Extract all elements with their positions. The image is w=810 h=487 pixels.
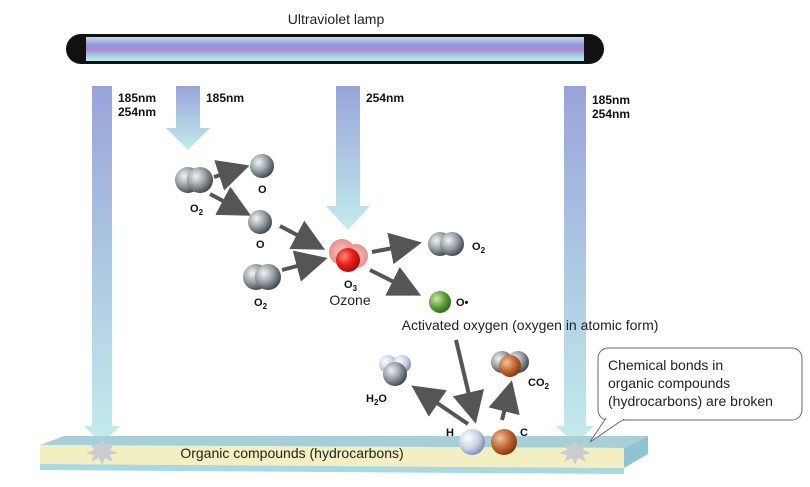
uv-beam-185 [166, 86, 210, 150]
o-atom-mid [248, 210, 272, 234]
arrow-o2-to-o-mid [209, 186, 252, 216]
o2-output-label: O2 [472, 241, 486, 255]
o-atom-top [250, 154, 274, 178]
ozone-name-label: Ozone [329, 292, 370, 308]
arrow-o-to-o3 [279, 220, 326, 250]
o2-lower-label: O2 [254, 297, 268, 311]
o2-molecule-output [428, 232, 464, 256]
reaction-arrows [209, 160, 520, 426]
beam-right-185: 185nm [592, 93, 630, 107]
uv-beam-254 [326, 86, 370, 230]
activated-oxygen-label: Activated oxygen (oxygen in atomic form) [402, 317, 659, 333]
arrow-active-o-to-surface [452, 339, 485, 424]
callout-line-1: Chemical bonds in [608, 357, 723, 373]
callout-line-3: (hydrocarbons) are broken [608, 393, 773, 409]
hydrogen-atom [459, 429, 485, 455]
o2-molecule-top [175, 167, 213, 193]
arrow-o2-to-o-top [213, 160, 250, 191]
activated-oxygen-atom [429, 291, 451, 313]
h-label: H [446, 427, 454, 439]
co2-label: CO2 [528, 377, 550, 391]
h2o-label: H2O [366, 393, 387, 407]
h2o-molecule [379, 355, 411, 386]
o-top-label: O [258, 184, 267, 196]
callout-line-2: organic compounds [608, 375, 730, 391]
arrow-c-to-co2 [488, 380, 520, 421]
c-label: C [520, 427, 528, 439]
ozone-molecule [329, 239, 368, 272]
beam-185-label: 185nm [206, 91, 244, 105]
beam-left-185: 185nm [118, 91, 156, 105]
lamp-label: Ultraviolet lamp [288, 11, 385, 27]
co2-molecule [491, 351, 529, 377]
uv-beam-right [556, 86, 594, 444]
arrow-h-to-h2o [411, 385, 470, 426]
arrow-o3-to-o2 [371, 232, 422, 265]
o2-molecule-lower [243, 264, 281, 290]
uv-lamp [66, 34, 604, 64]
o3-label: O3 [344, 279, 358, 293]
substrate-label: Organic compounds (hydrocarbons) [180, 445, 403, 461]
arrow-o2-to-o3 [281, 250, 328, 282]
uv-beam-left [84, 86, 120, 444]
arrow-o3-to-active-o [369, 266, 422, 296]
impact-burst-left [86, 440, 118, 465]
beam-254-label: 254nm [366, 91, 404, 105]
bond-callout [589, 347, 803, 443]
impact-burst-right [559, 440, 591, 465]
carbon-atom [491, 429, 517, 455]
beam-left-254: 254nm [118, 105, 156, 119]
o-mid-label: O [256, 239, 265, 251]
o2-top-label: O2 [190, 203, 204, 217]
activated-oxygen-symbol: O• [456, 297, 469, 309]
beam-right-254: 254nm [592, 107, 630, 121]
